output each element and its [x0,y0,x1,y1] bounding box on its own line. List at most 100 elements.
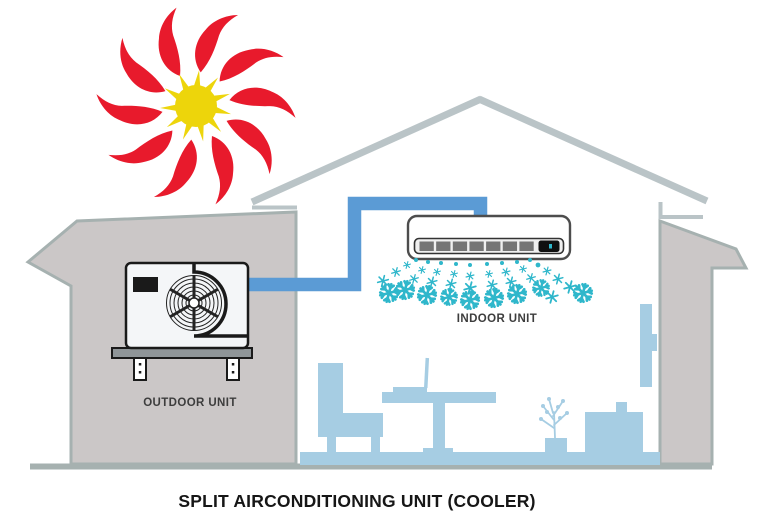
laptop-screen [424,357,430,389]
screw [231,371,235,374]
plant-leaf [541,404,545,408]
plant-pot [545,438,567,457]
plant-leaf [558,416,562,420]
cabinet-knob [616,402,627,412]
laptop [393,357,430,393]
plant-leaf [539,417,543,421]
fan-shroud [192,263,248,338]
sun-ray [195,14,239,73]
snowflake-icon [528,258,532,262]
page-title: SPLIT AIRCONDITIONING UNIT (COOLER) [178,491,535,511]
fan-icon [166,263,248,338]
snowflake-icon [563,280,577,294]
table [382,392,496,455]
plant-leaf [547,397,551,401]
vent-segment [419,241,434,251]
vent-segment [486,241,501,251]
table-pedestal [433,403,445,449]
snowflake-icon [519,265,527,273]
sun-ray [96,94,163,125]
outdoor-unit-vent [133,277,158,292]
snowflake-icon [486,279,498,291]
plant-leaf [565,411,569,415]
fan-spoke [197,304,219,319]
snowflake-icon [440,288,458,306]
plant-leaf [545,410,549,414]
roof-right-slope [477,95,709,205]
snowflake-icon [426,260,430,264]
mounting-bar [111,347,253,359]
sun-ray [211,136,234,205]
cabinet [585,402,643,457]
display-indicator [549,244,552,249]
snowflake-icon [459,289,481,311]
snowflake-icon [515,260,519,264]
snowflake-icon [505,276,517,288]
chair [318,363,383,453]
snowflake-icon [416,284,438,306]
mounting-legs [133,357,240,381]
vent-segment [519,241,534,251]
snowflake-icon [378,282,400,304]
snowflake-icon [439,261,443,265]
fan-spoke [169,304,191,319]
right-exterior-wall [658,218,749,466]
snowflake-icon [542,266,552,276]
screw [138,371,142,374]
sun-ray [120,37,166,93]
room-interior [300,304,660,465]
sun-ray [158,7,181,76]
snowflake-icon [394,279,416,301]
cold-air-snowflakes [376,258,594,311]
mounting-leg [133,357,147,381]
snowflake-icon [468,263,472,267]
plant-branch [540,418,555,429]
plant-leaf [556,405,560,409]
plant-leaf [561,399,565,403]
vent-segment [436,241,451,251]
snowflake-icon [426,276,438,288]
snowflake-icon [376,274,390,288]
chair-leg [327,437,336,453]
snowflake-icon [485,262,489,266]
screw [231,363,235,366]
refrigerant-pipe [247,196,488,292]
sun-ray [108,130,173,164]
fan-spoke [197,287,219,302]
snowflake-icon [391,267,401,277]
snowflake-icon [465,271,475,281]
sun-ray [219,48,284,82]
roof-left-slope [250,95,483,206]
chair-leg [371,437,380,453]
sun-flames [96,7,296,205]
snowflake-icon [450,270,458,278]
snowflake-icon [552,273,564,285]
snowflake-icon [483,287,505,309]
vent-segments [419,241,534,251]
mounting-leg [226,357,240,381]
sun-ray [153,139,197,198]
house-roof [250,95,709,219]
sun-core [175,85,217,127]
vent-segment [469,241,484,251]
sun-icon [96,7,296,205]
chair-seat [318,413,383,437]
screw [138,363,142,366]
snowflake-icon [532,279,550,297]
snowflake-icon [409,274,419,284]
snowflake-icon [526,273,536,283]
snowflake-icon [414,258,418,262]
vent-segment [502,241,518,251]
snowflake-icon [433,268,441,276]
indoor-unit-label: INDOOR UNIT [457,313,537,325]
snowflake-icon [506,283,528,305]
snowflake-icon [545,290,559,304]
table-top [382,392,496,403]
fan-spokes [169,275,219,331]
laptop-base [393,387,427,393]
snowflake-icon [535,262,541,268]
table-base [423,448,453,455]
snowflake-icon [500,261,504,265]
